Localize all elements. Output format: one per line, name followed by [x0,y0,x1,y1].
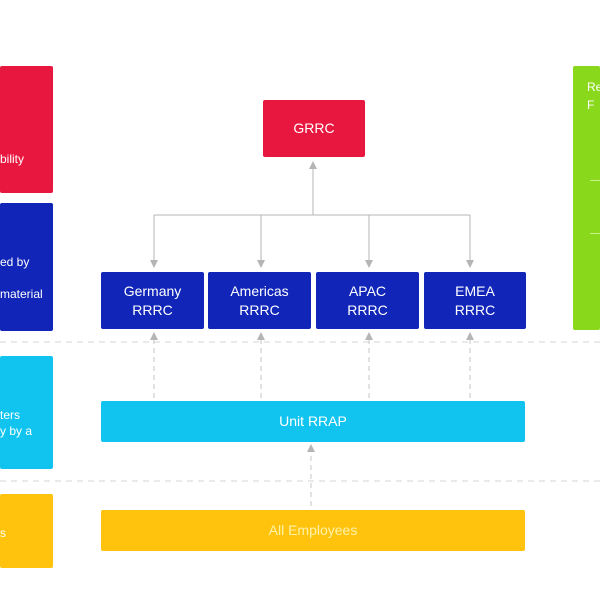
left-panel-yellow-text: s [0,526,6,540]
right-panel-green-text: Re F [587,80,600,112]
left-panel-red-text: bility [0,152,25,166]
regional-node-germany: Germany RRRC [101,272,204,329]
unit-rrap-node: Unit RRAP [101,401,525,442]
right-panel-green [573,66,600,330]
left-panel-red [0,66,53,193]
left-panel-cyan [0,356,53,469]
regional-node-apac-label: APAC RRRC [347,282,388,318]
regional-node-emea: EMEA RRRC [424,272,526,329]
all-employees-node-label: All Employees [268,522,358,538]
left-panel-yellow [0,494,53,568]
all-employees-node: All Employees [101,510,525,551]
right-panel-divider-upper [590,180,600,181]
regional-node-germany-label: Germany RRRC [123,282,182,318]
left-panel-navy-text: ed by material [0,255,43,301]
regional-node-americas: Americas RRRC [208,272,311,329]
left-panel-navy [0,203,53,331]
regional-node-apac: APAC RRRC [316,272,419,329]
unit-rrap-node-label: Unit RRAP [279,413,347,429]
regional-node-americas-label: Americas RRRC [230,282,289,318]
regional-node-emea-label: EMEA RRRC [454,282,496,318]
grrc-node-label: GRRC [293,120,335,136]
right-panel-divider-lower [590,233,600,234]
grrc-node: GRRC [263,100,365,157]
left-panel-cyan-text: ters y by a [0,408,33,438]
